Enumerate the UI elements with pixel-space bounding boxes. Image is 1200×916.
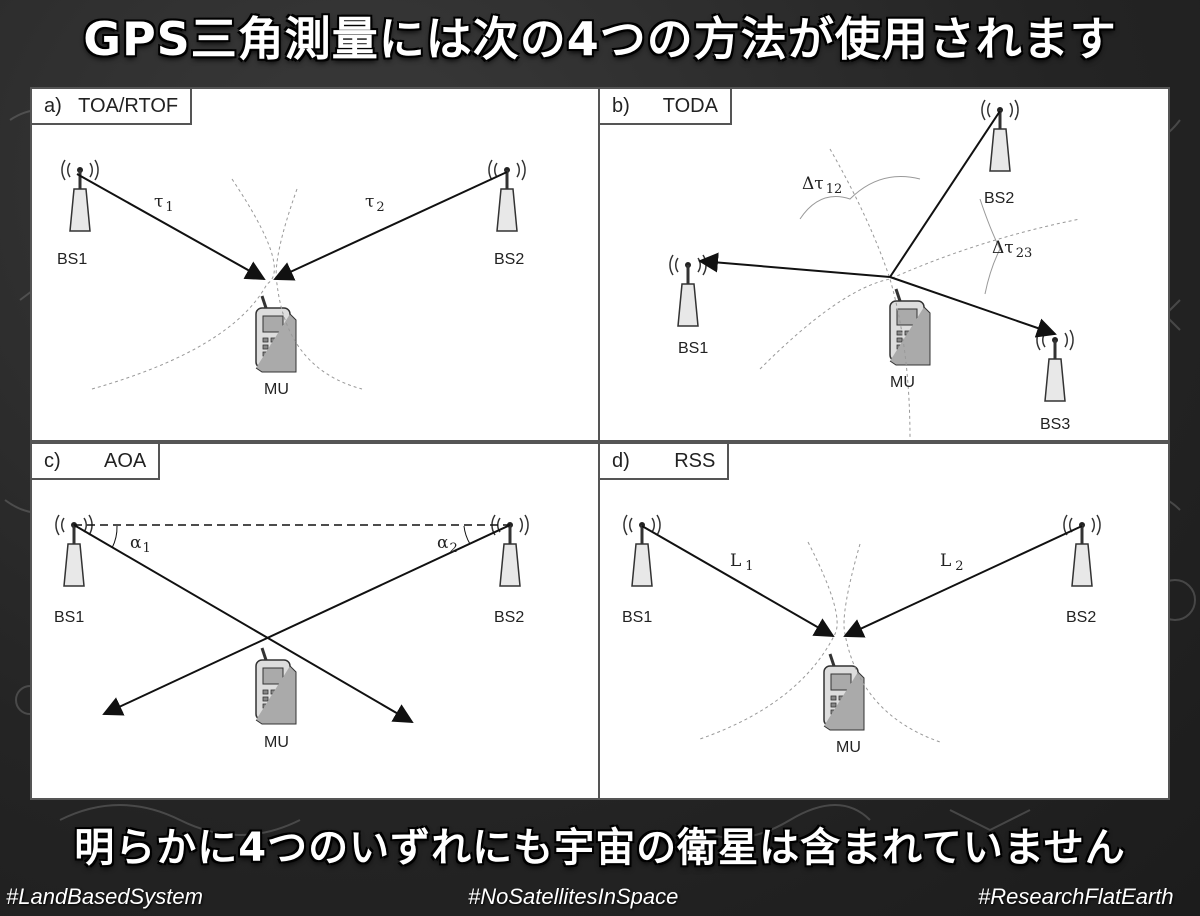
- mu-phone-icon: [254, 646, 298, 726]
- bs3-tower-icon: [1035, 328, 1075, 403]
- bs3-arrow: [889, 276, 1057, 338]
- bs1-label: BS1: [678, 340, 708, 357]
- bs2-tower-icon: [1062, 513, 1102, 588]
- hashtag-land-based: #LandBasedSystem: [6, 884, 203, 909]
- panel-label-d: d) RSS: [600, 444, 730, 480]
- dtau12-symbol: Δτ: [802, 174, 824, 194]
- svg-text:α2: α2: [437, 533, 458, 556]
- tau1-subscript: 1: [165, 200, 173, 215]
- alpha1-symbol: α: [130, 533, 142, 553]
- bs2-label: BS2: [1066, 609, 1096, 626]
- mu-phone-icon: [254, 294, 298, 374]
- svg-text:L1: L1: [730, 551, 754, 574]
- bs2-tower-icon: [980, 98, 1020, 173]
- panel-label-c: c) AOA: [32, 444, 161, 480]
- svg-text:τ2: τ2: [365, 192, 385, 215]
- l2-symbol: L: [940, 551, 951, 571]
- bs1-arrow: [698, 252, 891, 278]
- tau1-symbol: τ: [154, 192, 163, 212]
- hashtag-research-flat-earth: #ResearchFlatEarth: [978, 884, 1174, 909]
- bs1-tower-icon: [622, 513, 662, 588]
- tau2-arrow: [273, 171, 508, 281]
- svg-text:α1: α1: [130, 533, 151, 556]
- mu-phone-icon: [888, 287, 932, 367]
- bs2-label: BS2: [494, 251, 524, 268]
- bs1-label: BS1: [54, 609, 84, 626]
- bs1-tower-icon: [60, 158, 100, 233]
- bottom-caption: 明らかに4つのいずれにも宇宙の衛星は含まれていません: [74, 825, 1126, 871]
- dtau23-symbol: Δτ: [992, 238, 1014, 258]
- mu-label: MU: [890, 374, 915, 391]
- bs2-tower-icon: [487, 158, 527, 233]
- svg-text:τ1: τ1: [154, 192, 174, 215]
- bs1-bearing-arrow: [73, 524, 414, 724]
- bs1-label: BS1: [57, 251, 87, 268]
- hashtag-no-satellites: #NoSatellitesInSpace: [468, 884, 679, 909]
- mu-phone-icon: [822, 652, 866, 732]
- tau1-arrow: [76, 173, 266, 280]
- svg-text:L2: L2: [940, 551, 964, 574]
- l1-arrow: [641, 525, 835, 637]
- bs1-tower-icon: [668, 253, 708, 328]
- l2-arrow: [843, 525, 1083, 638]
- dtau23-subscript: 23: [1016, 246, 1033, 261]
- aoa-diagram: BS1 BS2 MU α1 α2: [54, 513, 530, 751]
- dtau12-subscript: 12: [826, 182, 843, 197]
- panel-label-a: a) TOA/RTOF: [32, 89, 193, 125]
- l1-subscript: 1: [745, 559, 753, 574]
- alpha2-subscript: 2: [449, 541, 457, 556]
- bs2-bearing-arrow: [102, 524, 511, 716]
- tau2-subscript: 2: [376, 200, 384, 215]
- bs2-label: BS2: [494, 609, 524, 626]
- tau2-symbol: τ: [365, 192, 374, 212]
- alpha1-subscript: 1: [142, 541, 150, 556]
- mu-label: MU: [264, 381, 289, 398]
- alpha2-symbol: α: [437, 533, 449, 553]
- mu-label: MU: [836, 739, 861, 756]
- l2-subscript: 2: [955, 559, 963, 574]
- bs2-label: BS2: [984, 190, 1014, 207]
- l1-symbol: L: [730, 551, 741, 571]
- panel-aoa: BS1 BS2 MU α1 α2 c) AOA: [30, 442, 600, 800]
- bs2-line: [889, 110, 1001, 278]
- mu-label: MU: [264, 734, 289, 751]
- bs1-label: BS1: [622, 609, 652, 626]
- panel-label-b: b) TODA: [600, 89, 732, 125]
- page-title: GPS三角測量には次の4つの方法が使用されます: [83, 12, 1117, 66]
- bs3-label: BS3: [1040, 416, 1070, 433]
